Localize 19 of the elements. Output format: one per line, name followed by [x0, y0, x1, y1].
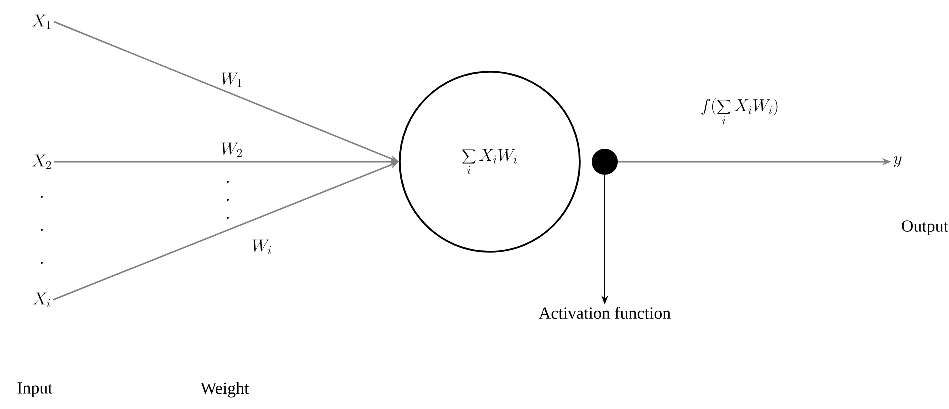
edge-label: $W_{i}$	[250, 238, 274, 256]
formula-label: $X_{2}$	[32, 154, 52, 170]
edge-label: $W_{1}$	[220, 72, 244, 88]
formula-label: $X_{1}$	[32, 14, 51, 30]
text-label: .	[227, 217, 230, 219]
text-label: .	[41, 229, 44, 231]
edge-label: $W_{2}$	[220, 142, 244, 158]
text-label: .	[227, 181, 230, 183]
text-label: Weight	[200, 382, 250, 398]
formula-label: $y$	[894, 156, 902, 168]
node-label: Activation function	[539, 306, 671, 320]
formula-label: $X_{i}$	[33, 292, 50, 308]
activation-dot	[592, 149, 618, 175]
text-label: Input	[18, 382, 53, 398]
edge-label: $f(\sum_{i} X_{i} W_{i})$	[700, 97, 780, 127]
text-label: .	[227, 199, 230, 201]
node-caption: Output	[902, 220, 948, 236]
text-label: .	[41, 196, 44, 198]
text-label: .	[41, 262, 44, 264]
